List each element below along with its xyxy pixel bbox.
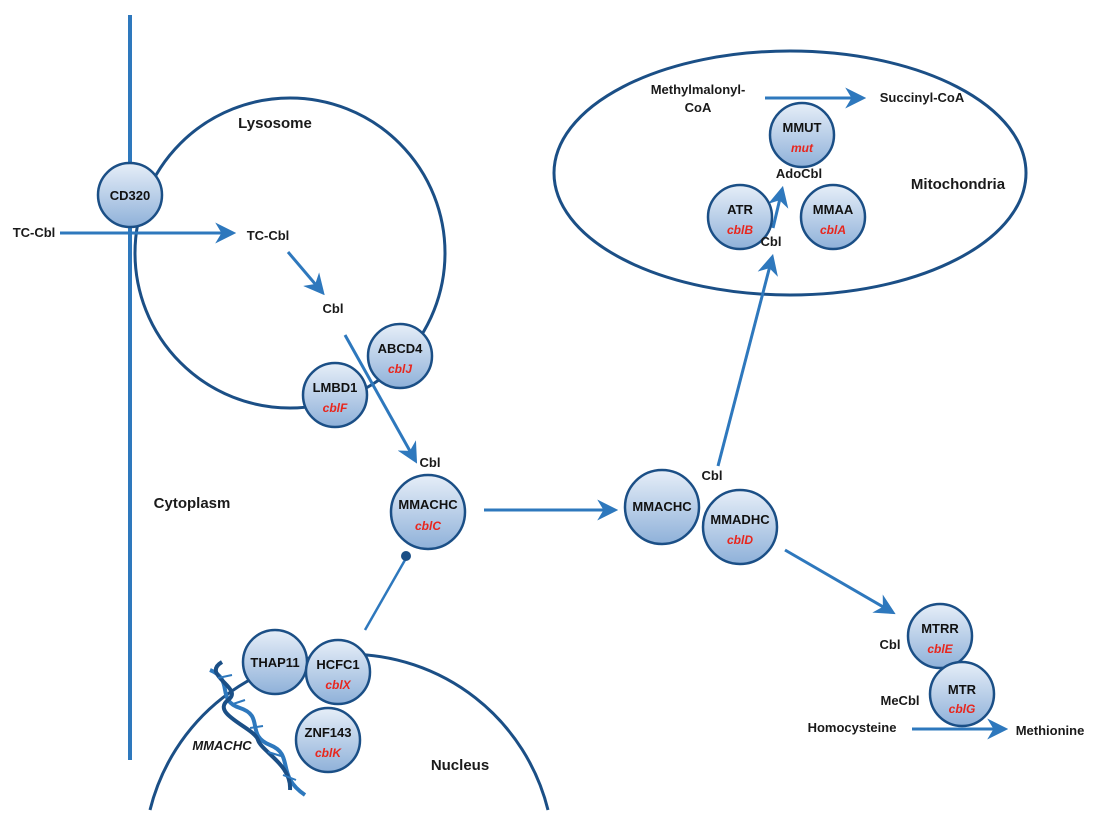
gene-label: cblE xyxy=(927,642,953,656)
gene-label: cblD xyxy=(727,533,753,547)
protein-name: MTRR xyxy=(921,621,959,636)
dna-gene-label: MMACHC xyxy=(192,738,252,753)
protein-abcd4: ABCD4 cblJ xyxy=(366,322,434,390)
protein-znf143: ZNF143 cblK xyxy=(294,706,362,774)
lysosome-membrane xyxy=(133,96,447,410)
gene-label: cblG xyxy=(949,702,976,716)
protein-name: MTR xyxy=(948,682,977,697)
tccbl-outside-label: TC-Cbl xyxy=(13,225,56,240)
gene-label: cblB xyxy=(727,223,753,237)
protein-name: THAP11 xyxy=(250,655,299,670)
protein-mmachc: MMACHC cblC xyxy=(389,473,467,551)
cbl-mtrr-label: Cbl xyxy=(880,637,901,652)
protein-cd320: CD320 xyxy=(96,161,164,229)
dna-helix-icon xyxy=(209,660,307,797)
protein-name: MMACHC xyxy=(398,497,458,512)
gene-label: cblX xyxy=(325,678,351,692)
protein-name: LMBD1 xyxy=(313,380,358,395)
arrow-complex-to-mito xyxy=(716,253,778,467)
mitochondria-label: Mitochondria xyxy=(911,176,1006,193)
tccbl-inside-label: TC-Cbl xyxy=(247,228,290,243)
protein-atr: ATR cblB xyxy=(706,183,774,251)
protein-name: MMUT xyxy=(783,120,822,135)
mecbl-label: MeCbl xyxy=(881,693,920,708)
protein-name: HCFC1 xyxy=(316,657,359,672)
protein-lmbd1: LMBD1 cblF xyxy=(301,361,369,429)
succinyl-coa-label: Succinyl-CoA xyxy=(880,90,965,105)
methylmalonyl-coa-label-line2: CoA xyxy=(685,100,712,115)
protein-mmachc-complex: MMACHC xyxy=(623,468,701,546)
gene-label: cblJ xyxy=(388,362,412,376)
protein-mmaa: MMAA cblA xyxy=(799,183,867,251)
nucleus-label: Nucleus xyxy=(431,757,489,774)
arrow-cbl-to-adocbl xyxy=(767,185,789,229)
protein-name: MMADHC xyxy=(710,512,770,527)
cbl-mito-label: Cbl xyxy=(761,234,782,249)
protein-mmut: MMUT mut xyxy=(768,101,836,169)
protein-name: MMACHC xyxy=(632,499,692,514)
regulation-line-hcfc1-to-mmachc xyxy=(363,559,407,631)
protein-hcfc1: HCFC1 cblX xyxy=(304,638,372,706)
protein-name: CD320 xyxy=(110,188,150,203)
methylmalonyl-coa-label-line1: Methylmalonyl- xyxy=(651,82,746,97)
cbl-lysosome-label: Cbl xyxy=(323,301,344,316)
lysosome-label: Lysosome xyxy=(238,115,312,132)
protein-name: ZNF143 xyxy=(305,725,352,740)
arrow-complex-to-mtrr xyxy=(784,548,896,615)
gene-label: cblA xyxy=(820,223,846,237)
protein-name: ABCD4 xyxy=(378,341,424,356)
protein-mtr: MTR cblG xyxy=(928,660,996,728)
adocbl-label: AdoCbl xyxy=(776,166,822,181)
mitochondria-membrane xyxy=(552,49,1028,297)
cbl-complex-label: Cbl xyxy=(702,468,723,483)
arrow-tccbl-to-cbl xyxy=(286,251,325,296)
protein-mmadhc: MMADHC cblD xyxy=(701,488,779,566)
gene-label: mut xyxy=(791,141,814,155)
cytoplasm-label: Cytoplasm xyxy=(154,495,231,512)
protein-name: MMAA xyxy=(813,202,854,217)
protein-thap11: THAP11 xyxy=(241,628,309,696)
gene-label: cblF xyxy=(323,401,348,415)
arrow-cbl-exit-lysosome xyxy=(343,334,418,464)
methionine-label: Methionine xyxy=(1016,723,1085,738)
cbl-cytoplasm-label: Cbl xyxy=(420,455,441,470)
gene-label: cblC xyxy=(415,519,441,533)
homocysteine-label: Homocysteine xyxy=(808,720,897,735)
regulation-dot xyxy=(401,551,411,561)
protein-name: ATR xyxy=(727,202,753,217)
protein-mtrr: MTRR cblE xyxy=(906,602,974,670)
gene-label: cblK xyxy=(315,746,342,760)
